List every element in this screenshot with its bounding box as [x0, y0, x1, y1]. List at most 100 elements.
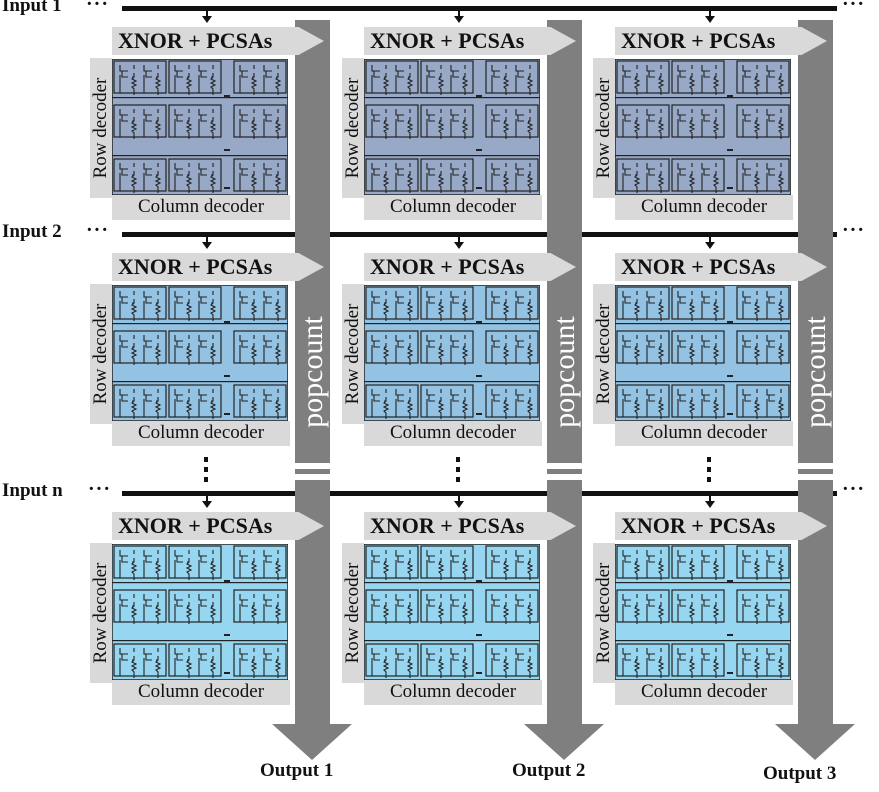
- memory-array: [614, 543, 792, 685]
- memory-cell-array: [111, 284, 289, 422]
- trailing-dots: ···: [842, 0, 866, 15]
- xnor-pcsa-label: XNOR + PCSAs: [112, 512, 324, 540]
- row-decoder: Row decoder: [90, 543, 112, 683]
- input-drop-line: [458, 10, 460, 17]
- popcount-bar-upper: [798, 20, 833, 463]
- input-drop-line: [458, 495, 460, 502]
- memory-array: [614, 284, 792, 426]
- column-decoder-label: Column decoder: [364, 195, 542, 220]
- row-decoder: Row decoder: [90, 284, 112, 424]
- input-bus-line: [122, 232, 837, 237]
- input-bus-line: [122, 491, 837, 496]
- input-dots: ···: [86, 0, 110, 15]
- memory-array: [363, 284, 541, 426]
- input-drop-line: [206, 236, 208, 243]
- input-label: Input 1: [2, 0, 62, 16]
- memory-cell-array: [111, 543, 289, 681]
- row-decoder-label: Row decoder: [342, 562, 363, 664]
- popcount-bar-break: [798, 469, 833, 474]
- input-label: Input 2: [2, 221, 62, 242]
- memory-array: [614, 58, 792, 200]
- xnor-pcsa-label: XNOR + PCSAs: [364, 253, 576, 281]
- xnor-pcsa-label: XNOR + PCSAs: [615, 253, 827, 281]
- column-decoder-label: Column decoder: [364, 421, 542, 446]
- down-arrow-icon: [705, 501, 715, 508]
- popcount-label: popcount: [548, 316, 581, 428]
- output-label: Output 1: [260, 760, 334, 781]
- row-decoder-label: Row decoder: [90, 303, 111, 405]
- popcount-label: popcount: [296, 316, 329, 428]
- xnor-pcsa-label: XNOR + PCSAs: [364, 27, 576, 55]
- xnor-pcsa-label: XNOR + PCSAs: [112, 253, 324, 281]
- row-decoder-label: Row decoder: [90, 77, 111, 179]
- vertical-ellipsis: [204, 457, 208, 487]
- xnor-pcsa-label: XNOR + PCSAs: [615, 27, 827, 55]
- xnor-pcsa-label: XNOR + PCSAs: [615, 512, 827, 540]
- row-decoder-label: Row decoder: [342, 77, 363, 179]
- column-decoder-label: Column decoder: [615, 680, 793, 705]
- memory-cell-array: [614, 58, 792, 196]
- popcount-arrow-head: [775, 724, 855, 760]
- input-drop-line: [458, 236, 460, 243]
- column-decoder-label: Column decoder: [615, 421, 793, 446]
- row-decoder: Row decoder: [342, 58, 364, 198]
- row-decoder: Row decoder: [342, 543, 364, 683]
- popcount-bar-upper: [295, 20, 330, 463]
- down-arrow-icon: [202, 16, 212, 23]
- vertical-ellipsis: [707, 457, 711, 487]
- input-drop-line: [206, 10, 208, 17]
- input-dots: ···: [88, 478, 112, 500]
- row-decoder-label: Row decoder: [593, 77, 614, 179]
- input-dots: ···: [86, 219, 110, 241]
- input-label: Input n: [2, 480, 63, 501]
- memory-array: [111, 284, 289, 426]
- memory-array: [111, 58, 289, 200]
- memory-array: [363, 58, 541, 200]
- row-decoder-label: Row decoder: [342, 303, 363, 405]
- row-decoder: Row decoder: [593, 58, 615, 198]
- input-drop-line: [709, 10, 711, 17]
- row-decoder: Row decoder: [593, 543, 615, 683]
- memory-array: [111, 543, 289, 685]
- memory-cell-array: [614, 284, 792, 422]
- column-decoder-label: Column decoder: [364, 680, 542, 705]
- memory-array: [363, 543, 541, 685]
- memory-cell-array: [363, 284, 541, 422]
- row-decoder-label: Row decoder: [593, 562, 614, 664]
- memory-cell-array: [363, 543, 541, 681]
- down-arrow-icon: [705, 242, 715, 249]
- row-decoder-label: Row decoder: [90, 562, 111, 664]
- column-decoder-label: Column decoder: [112, 680, 290, 705]
- memory-cell-array: [111, 58, 289, 196]
- input-drop-line: [709, 236, 711, 243]
- row-decoder: Row decoder: [342, 284, 364, 424]
- column-decoder-label: Column decoder: [112, 421, 290, 446]
- column-decoder-label: Column decoder: [615, 195, 793, 220]
- down-arrow-icon: [705, 16, 715, 23]
- down-arrow-icon: [202, 242, 212, 249]
- down-arrow-icon: [454, 16, 464, 23]
- down-arrow-icon: [454, 501, 464, 508]
- popcount-arrow-head: [524, 724, 604, 760]
- popcount-arrow-head: [272, 724, 352, 760]
- output-label: Output 2: [512, 760, 586, 781]
- trailing-dots: ···: [842, 219, 866, 241]
- input-drop-line: [709, 495, 711, 502]
- popcount-bar-upper: [547, 20, 582, 463]
- memory-cell-array: [614, 543, 792, 681]
- xnor-pcsa-label: XNOR + PCSAs: [112, 27, 324, 55]
- vertical-ellipsis: [456, 457, 460, 487]
- down-arrow-icon: [454, 242, 464, 249]
- row-decoder: Row decoder: [593, 284, 615, 424]
- row-decoder-label: Row decoder: [593, 303, 614, 405]
- input-drop-line: [206, 495, 208, 502]
- popcount-label: popcount: [799, 316, 832, 428]
- row-decoder: Row decoder: [90, 58, 112, 198]
- column-decoder-label: Column decoder: [112, 195, 290, 220]
- popcount-bar-break: [547, 469, 582, 474]
- output-label: Output 3: [763, 763, 837, 784]
- input-bus-line: [122, 6, 837, 11]
- down-arrow-icon: [202, 501, 212, 508]
- memory-cell-array: [363, 58, 541, 196]
- popcount-bar-break: [295, 469, 330, 474]
